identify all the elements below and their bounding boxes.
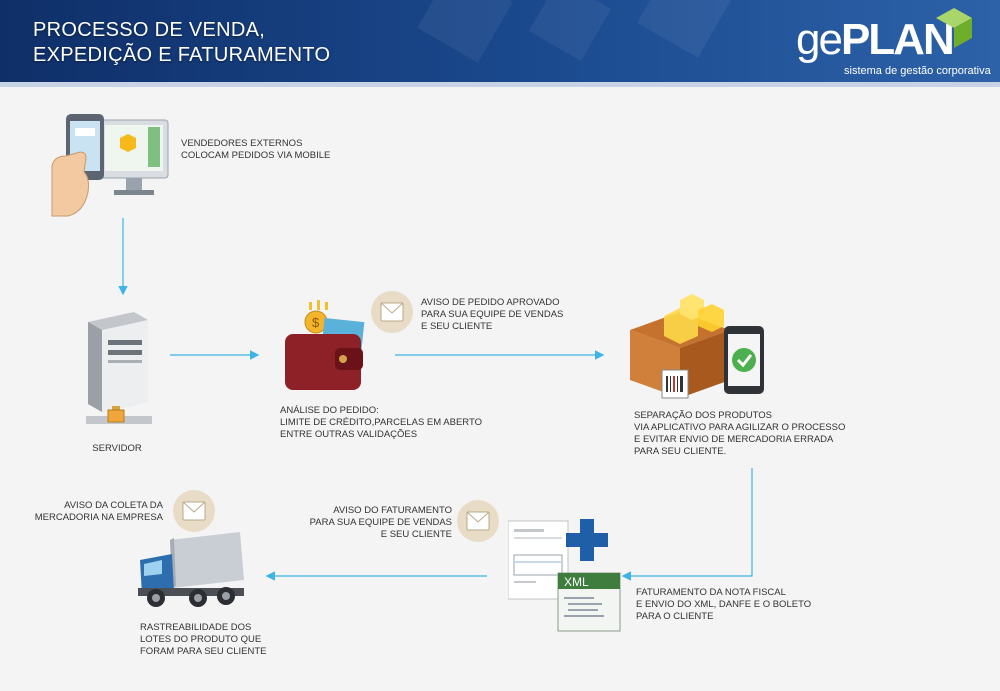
analysis-step-label: ANÁLISE DO PEDIDO: LIMITE DE CRÉDITO,PAR… bbox=[280, 405, 483, 440]
mobile-order-icon bbox=[51, 114, 169, 217]
header-band bbox=[0, 82, 1000, 87]
geplan-logo: gePLAN sistema de gestão corporativa bbox=[796, 8, 991, 80]
arrow-separation-to-invoicing bbox=[621, 468, 753, 581]
tracking-step-label: RASTREABILIDADE DOS LOTES DO PRODUTO QUE… bbox=[140, 622, 267, 657]
separation-step-label: SEPARAÇÃO DOS PRODUTOS VIA APLICATIVO PA… bbox=[634, 410, 846, 457]
logo-wordmark: gePLAN bbox=[796, 15, 955, 64]
billing-notice-label: AVISO DO FATURAMENTO PARA SUA EQUIPE DE … bbox=[309, 505, 452, 540]
title-line-1: PROCESSO DE VENDA, bbox=[33, 19, 266, 41]
pickup-notice-label: AVISO DA COLETA DA MERCADORIA NA EMPRESA bbox=[34, 500, 163, 523]
xml-tag-text: XML bbox=[564, 575, 589, 589]
invoicing-step-label: FATURAMENTO DA NOTA FISCAL E ENVIO DO XM… bbox=[636, 587, 812, 622]
mail-icon bbox=[457, 500, 499, 542]
mail-icon bbox=[371, 291, 413, 333]
logo-tagline: sistema de gestão corporativa bbox=[844, 65, 991, 77]
header-banner: PROCESSO DE VENDA, EXPEDIÇÃO E FATURAMEN… bbox=[0, 0, 1000, 82]
invoice-document-icon: XML bbox=[508, 519, 621, 632]
wallet-icon: $ bbox=[285, 300, 365, 390]
truck-icon bbox=[138, 532, 244, 607]
logo-cube-icon bbox=[936, 8, 972, 48]
server-icon bbox=[86, 312, 152, 424]
server-step-label: SERVIDOR bbox=[92, 443, 142, 454]
svg-text:$: $ bbox=[312, 315, 320, 330]
title-line-2: EXPEDIÇÃO E FATURAMENTO bbox=[33, 44, 331, 66]
approved-notice-label: AVISO DE PEDIDO APROVADO PARA SUA EQUIPE… bbox=[421, 297, 564, 332]
mail-icon bbox=[173, 490, 215, 532]
product-box-icon bbox=[630, 294, 764, 399]
mobile-step-label: VENDEDORES EXTERNOS COLOCAM PEDIDOS VIA … bbox=[181, 138, 331, 161]
page-title: PROCESSO DE VENDA, EXPEDIÇÃO E FATURAMEN… bbox=[33, 18, 330, 68]
